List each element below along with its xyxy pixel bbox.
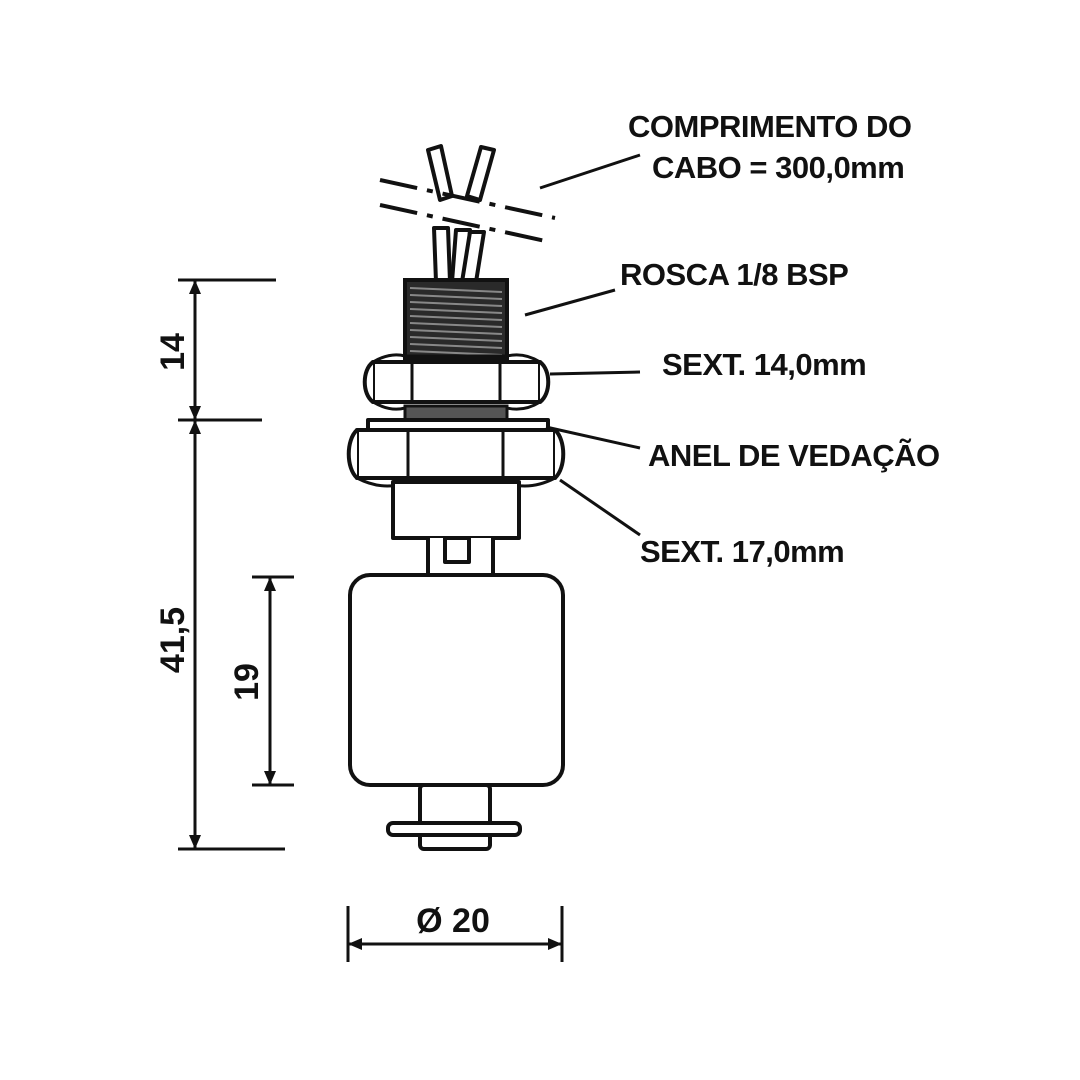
- switch-body: [391, 480, 521, 577]
- cable-length-label-line2: CABO = 300,0mm: [652, 150, 904, 185]
- hex-small-label: SEXT. 14,0mm: [662, 347, 866, 382]
- hex-nut-small: [362, 353, 551, 411]
- hex-large-label: SEXT. 17,0mm: [640, 534, 844, 569]
- bottom-stem: [386, 783, 522, 851]
- cable-break-lines: [379, 178, 556, 244]
- dimension-float-height: [252, 575, 294, 787]
- seal-ring-label: ANEL DE VEDAÇÃO: [648, 438, 940, 473]
- leader-lines: [524, 153, 641, 537]
- dimension-float-diameter: [346, 906, 564, 962]
- thread-label: ROSCA 1/8 BSP: [620, 257, 848, 292]
- threaded-stem: [403, 278, 509, 360]
- cable-length-label-line1: COMPRIMENTO DO: [628, 109, 912, 144]
- dim-thread-height: 14: [154, 333, 192, 371]
- dim-float-diameter: Ø 20: [416, 902, 490, 940]
- cable-wires: [426, 144, 496, 284]
- dim-total-length: 41,5: [154, 607, 192, 673]
- dimension-left: [178, 278, 285, 851]
- hex-nut-large: [346, 428, 566, 488]
- float: [348, 573, 565, 787]
- dim-float-height: 19: [228, 663, 266, 701]
